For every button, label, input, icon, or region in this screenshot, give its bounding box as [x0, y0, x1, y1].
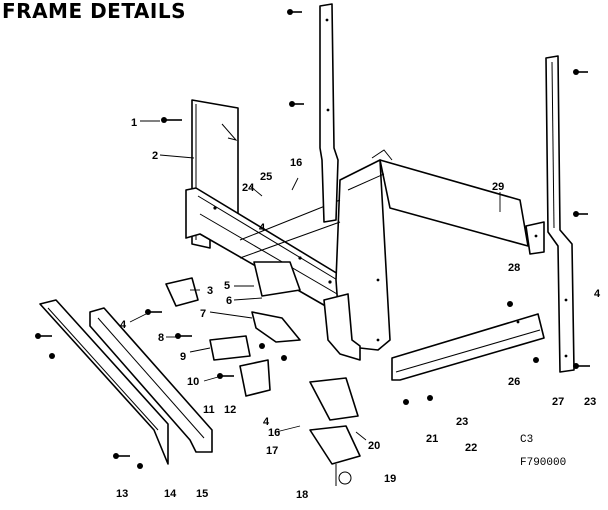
- callout-4: 4: [120, 319, 127, 331]
- callout-13: 13: [116, 488, 128, 500]
- callout-1: 1: [131, 117, 137, 129]
- callout-28: 28: [508, 262, 520, 274]
- callout-25: 25: [260, 171, 272, 183]
- callout-18: 18: [296, 489, 308, 501]
- bracket-part-3: [165, 277, 199, 307]
- callout-22: 22: [465, 442, 477, 454]
- center-upright: [319, 3, 339, 223]
- mount-bracket-part-17: [309, 377, 361, 486]
- callout-10: 10: [187, 376, 199, 388]
- callout-4-upper: 4: [259, 222, 266, 234]
- center-channel-part-5: [253, 261, 301, 297]
- callout-21: 21: [426, 433, 438, 445]
- callout-29: 29: [492, 181, 504, 193]
- lower-front-rail-part-15: [89, 307, 213, 453]
- callout-20: 20: [368, 440, 380, 452]
- screws: [35, 9, 590, 469]
- callout-27: 27: [552, 396, 564, 408]
- base-rail-part-26: [391, 313, 545, 381]
- lower-front-rail-part-14: [39, 299, 169, 465]
- leader-lines: [129, 120, 501, 441]
- callout-7: 7: [200, 308, 206, 320]
- callout-5: 5: [224, 280, 230, 292]
- callout-16-lower: 16: [268, 427, 280, 439]
- bracket-part-7: [251, 311, 301, 343]
- callout-11: 11: [203, 404, 215, 416]
- callout-12: 12: [224, 404, 236, 416]
- callout-26: 26: [508, 376, 520, 388]
- sheet-code: C3: [520, 434, 533, 446]
- callout-labels: 1 2 3 4 5 6 7 8 9 10 11 12 13 14 15 16 1…: [116, 117, 601, 501]
- callout-23-right: 23: [584, 396, 596, 408]
- callout-14: 14: [164, 488, 177, 500]
- callout-16: 16: [290, 157, 302, 169]
- callout-3: 3: [207, 285, 213, 297]
- callout-15: 15: [196, 488, 208, 500]
- callout-4-lower: 4: [263, 416, 270, 428]
- callout-9: 9: [180, 351, 186, 363]
- callout-6: 6: [226, 295, 232, 307]
- rear-bracket-part-28: [525, 221, 545, 255]
- diagram-title: FRAME DETAILS: [2, 0, 186, 23]
- callout-23: 23: [456, 416, 468, 428]
- hinge-part-9: [209, 335, 251, 361]
- callout-2: 2: [152, 150, 158, 162]
- cabinet-frame-panel: [239, 149, 529, 361]
- model-code: F790000: [520, 457, 566, 469]
- callout-17: 17: [266, 445, 278, 457]
- right-upright-part-27: [545, 55, 575, 373]
- callout-4-right: 4: [594, 288, 601, 300]
- callout-19: 19: [384, 473, 396, 485]
- callout-8: 8: [158, 332, 164, 344]
- callout-24: 24: [242, 182, 255, 194]
- bracket-part-12: [239, 359, 271, 397]
